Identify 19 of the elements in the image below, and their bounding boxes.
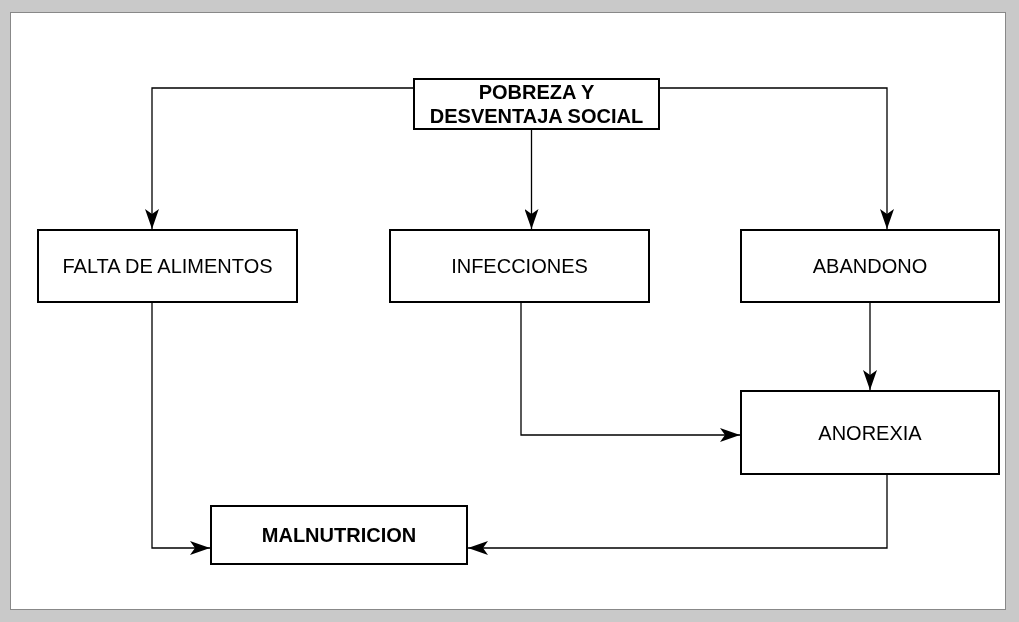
- arrow: [659, 87, 894, 230]
- process-box: [740, 229, 1000, 303]
- box-label: INFECCIONES: [451, 254, 588, 278]
- arrow: [145, 87, 414, 230]
- arrow: [467, 474, 888, 555]
- box-label: FALTA DE ALIMENTOS: [62, 254, 273, 278]
- key-box: [413, 78, 660, 130]
- process-box: [740, 390, 1000, 475]
- arrow: [524, 129, 539, 230]
- process-box: [37, 229, 298, 303]
- arrow: [520, 302, 741, 442]
- box-label: MALNUTRICION: [261, 523, 417, 547]
- arrow: [863, 302, 877, 391]
- box-label: ANOREXIA: [818, 420, 922, 445]
- box-label: ABANDONO: [812, 254, 928, 278]
- key-box: [210, 505, 468, 565]
- process-box: [389, 229, 650, 303]
- arrow: [151, 302, 211, 555]
- box-label: POBREZA Y DESVENTAJA SOCIAL: [428, 80, 645, 128]
